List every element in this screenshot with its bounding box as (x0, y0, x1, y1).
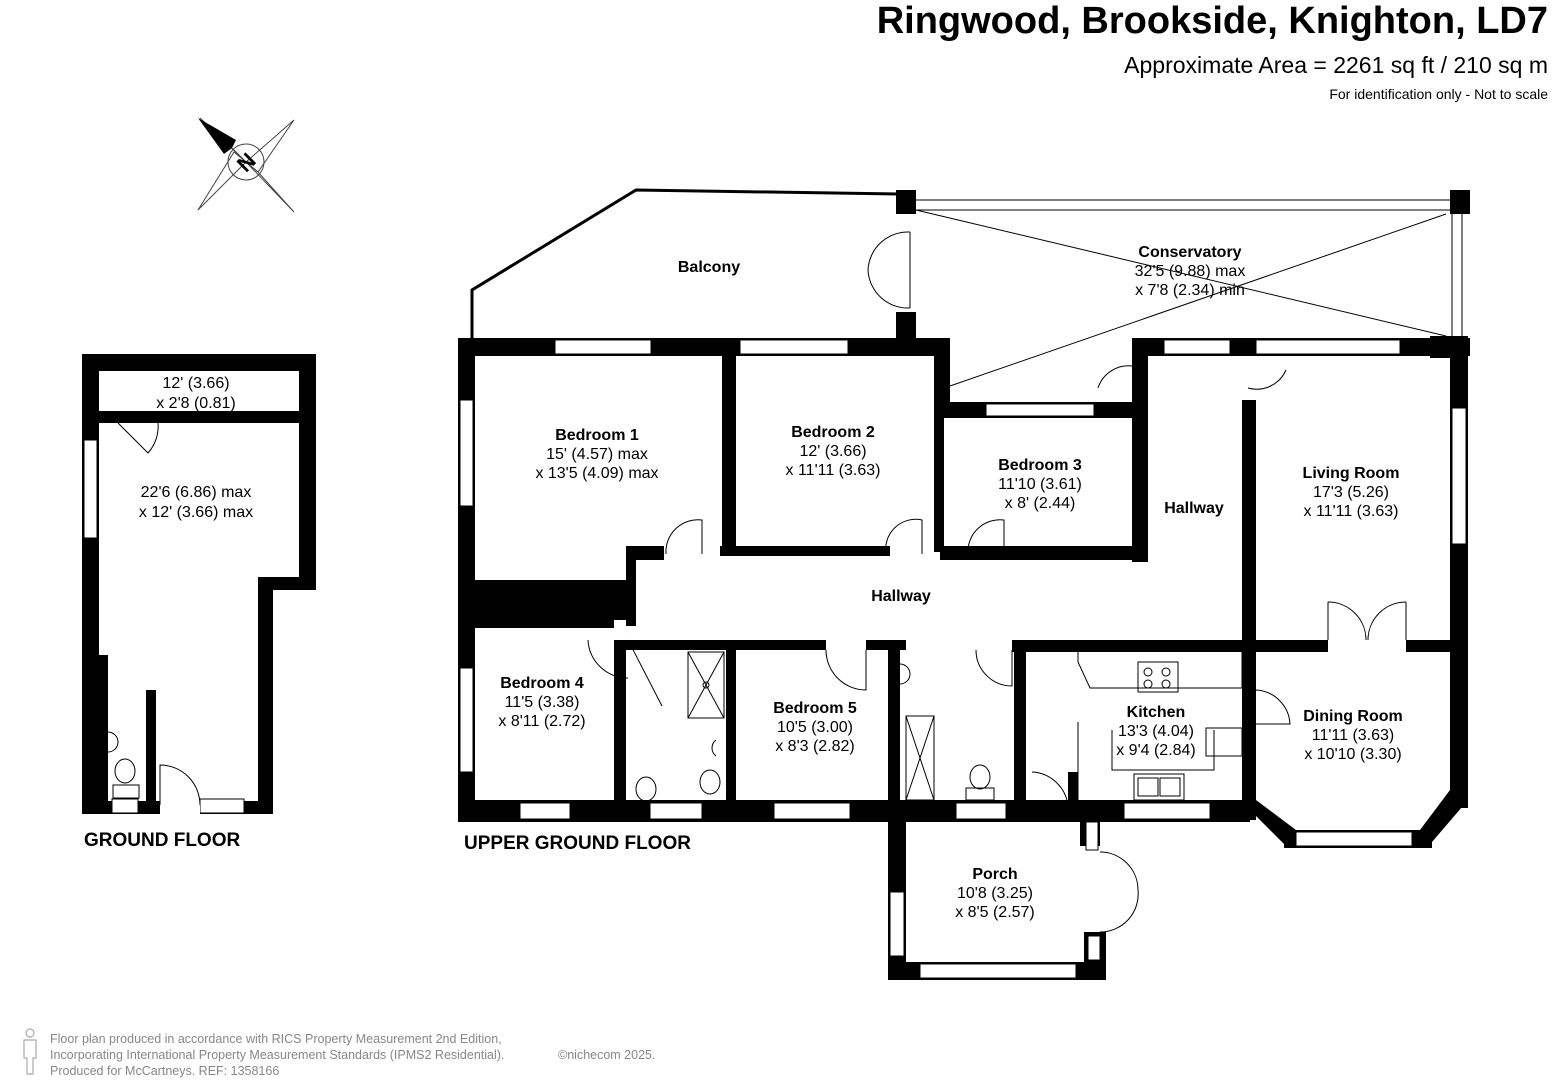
bedroom2-label: Bedroom 2 (791, 424, 875, 441)
bedroom4-dim-2: x 8'11 (2.72) (498, 713, 585, 730)
dining-room-dim-1: 11'11 (3.63) (1312, 727, 1395, 744)
footer-line-3: Produced for McCartneys. REF: 1358166 (50, 1064, 279, 1078)
ground-floor-plan: 12' (3.66) x 2'8 (0.81) 22'6 (6.86) max … (82, 354, 316, 851)
porch-dim-1: 10'8 (3.25) (957, 885, 1033, 902)
bedroom5-dim-2: x 8'3 (2.82) (775, 738, 855, 755)
footer-line-2: Incorporating International Property Mea… (50, 1048, 504, 1062)
property-title: Ringwood, Brookside, Knighton, LD7 (876, 0, 1548, 42)
bedroom3-dim-2: x 8' (2.44) (1005, 495, 1076, 512)
dining-room-label: Dining Room (1303, 708, 1403, 725)
person-icon (23, 1028, 37, 1075)
bedroom5-dim-1: 10'5 (3.00) (777, 719, 853, 736)
conservatory-label: Conservatory (1138, 244, 1241, 261)
gf-main-dim-1: 22'6 (6.86) max (141, 484, 252, 501)
footer-copyright: ©nichecom 2025. (558, 1048, 655, 1062)
compass-icon: N (197, 117, 295, 213)
gf-store-dim-2: x 2'8 (0.81) (156, 395, 236, 412)
ground-floor-label: GROUND FLOOR (84, 830, 240, 851)
porch-dim-2: x 8'5 (2.57) (955, 904, 1035, 921)
bedroom1-dim-1: 15' (4.57) max (546, 446, 648, 463)
svg-text:Balcony: Balcony (678, 259, 740, 276)
kitchen-label: Kitchen (1127, 704, 1186, 721)
bedroom4-label: Bedroom 4 (500, 675, 584, 692)
living-room-dim-2: x 11'11 (3.63) (1304, 503, 1399, 520)
bedroom4-dim-1: 11'5 (3.38) (505, 694, 580, 711)
conservatory-dim-2: x 7'8 (2.34) min (1135, 282, 1245, 299)
dining-room-dim-2: x 10'10 (3.30) (1304, 746, 1401, 763)
hallway-centre-label: Hallway (871, 588, 931, 605)
bedroom5-label: Bedroom 5 (773, 700, 857, 717)
conservatory-dim-1: 32'5 (9.88) max (1135, 263, 1246, 280)
bedroom2-dim-1: 12' (3.66) (799, 443, 866, 460)
gf-main-dim-2: x 12' (3.66) max (139, 504, 253, 521)
hallway-right-label: Hallway (1164, 500, 1224, 517)
bedroom2-dim-2: x 11'11 (3.63) (786, 462, 881, 479)
footer: Floor plan produced in accordance with R… (23, 1028, 655, 1078)
bedroom3-label: Bedroom 3 (998, 457, 1082, 474)
kitchen-dim-1: 13'3 (4.04) (1118, 723, 1194, 740)
bedroom1-label: Bedroom 1 (555, 427, 639, 444)
bedroom1-dim-2: x 13'5 (4.09) max (535, 465, 658, 482)
footer-line-1: Floor plan produced in accordance with R… (50, 1032, 502, 1046)
balcony-label: Balcony (678, 259, 740, 276)
upper-ground-floor-label: UPPER GROUND FLOOR (464, 833, 691, 854)
upper-ground-floor-plan: Balcony Conservatory 32'5 (9.88) max x 7… (458, 188, 1470, 980)
kitchen-dim-2: x 9'4 (2.84) (1116, 742, 1196, 759)
bedroom3-dim-1: 11'10 (3.61) (998, 476, 1082, 493)
gf-store-dim-1: 12' (3.66) (162, 375, 229, 392)
scale-disclaimer: For identification only - Not to scale (1329, 86, 1548, 102)
porch-label: Porch (972, 866, 1017, 883)
approximate-area: Approximate Area = 2261 sq ft / 210 sq m (1124, 52, 1548, 78)
living-room-label: Living Room (1303, 465, 1400, 482)
living-room-dim-1: 17'3 (5.26) (1313, 484, 1389, 501)
